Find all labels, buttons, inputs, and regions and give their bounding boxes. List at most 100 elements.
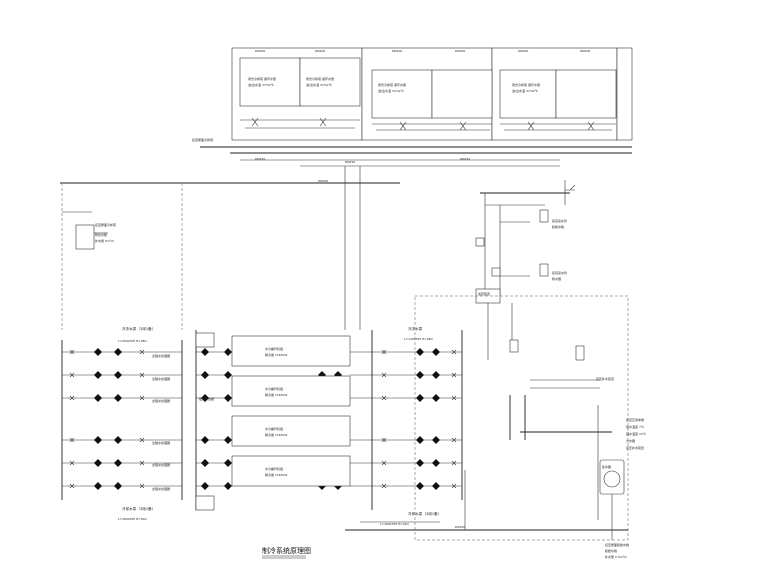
tower-fill-5 [499,69,557,119]
right-note-4: 软水器 [552,276,561,281]
primary-pump-spec: L=120CMH H=28m [404,337,433,341]
chiller-in-valve-4 [224,436,232,444]
right-spec-2: 供水温度 7℃ [626,424,645,429]
pipe-label-b1: DN300 [455,525,465,529]
valve-box-2 [491,267,501,277]
chiller-section: 水冷螺杆机组 制冷量 1163kW 水冷螺杆机组 制冷量 1163kW 水冷螺杆… [195,332,351,511]
right-note-1: 接自来水管 [552,218,567,223]
valve-box-1 [475,237,485,247]
cooling-tower-section: 闭式冷却塔 循环水量 进/出水温 37/32℃ 闭式冷却塔 循环水量 进/出水温… [192,47,633,142]
filter-label-2: 全程水处理器 [152,376,170,381]
bottom-right-note-2: 膨胀水箱 [605,548,617,553]
filter-label-4: 全程水处理器 [152,440,170,445]
chiller-in-pump-3 [201,394,209,402]
valve-right-b-1 [451,349,457,355]
right-note-2: 膨胀水箱 [552,224,564,229]
chilled-pump-a-1 [94,348,102,356]
bottom-right-note-3: 补水量 0.5m³/h [605,554,627,559]
chilled-pump-b-1 [114,348,122,356]
chilled-pump-a-3 [94,394,102,402]
tower-fill-3 [371,69,433,119]
valve-right-a-6 [381,483,387,489]
tower-spec-1: 闭式冷却塔 循环水量 [248,76,276,81]
makeup-note-1: 接至屋面冷却塔 [95,222,116,227]
tower-valves [251,117,595,131]
side-filter [575,345,585,361]
bottom-right-note-1: 接至屋面膨胀水箱 [605,542,629,547]
cooling-tower-edge [616,47,633,141]
chiller-4-cap: 制冷量 1163kW [265,472,287,477]
tower-spec-2b: 进/出水温 37/32℃ [306,82,333,87]
chiller-in-pump-1 [201,348,209,356]
chilled-pump-spec: L=300CMH H=28m [118,339,147,343]
heat-exchanger-label: 板式换热器 [199,396,214,401]
right-spec-1: 接至空调末端 [626,417,644,422]
tower-fill-1 [239,57,301,107]
makeup-tank [75,224,95,250]
chilled-pump-b-6 [114,482,122,490]
right-note-5: 定压补水装置 [596,376,614,381]
expansion-tank-1 [539,209,549,223]
tower-fill-4 [431,69,493,119]
expansion-tank-2 [539,263,549,277]
valve-right-a-1 [381,349,387,355]
valve-right-a-5 [381,460,387,466]
valve-left-b-5 [139,460,145,466]
valve-right-a-3 [381,395,387,401]
makeup-note-3: 补水量 5m³/h [95,238,114,243]
right-spec-3: 回水温度 12℃ [626,431,647,436]
chiller-in-pump-5 [201,459,209,467]
primary-pump-bank: 冷冻水泵 L=120CMH H=28m 冷却水泵（3用1备） L=360CMH … [380,326,441,526]
dosing-label: 加药装置 [478,291,490,296]
valve-left-a-2 [69,372,75,378]
tank-label: 集水器 [602,464,611,469]
filter-label-1: 全程水处理器 [152,353,170,358]
chiller-3-label: 水冷螺杆机组 [265,426,283,431]
right-spec-4: 分水器 [626,438,635,443]
primary-pump-a-4 [416,436,424,444]
primary-pump-b-6 [432,482,440,490]
primary-pump-label: 冷冻水泵 [408,326,423,331]
valve-left-b-3 [139,395,145,401]
chilled-pump-a-6 [94,482,102,490]
pipe-label-h3: DN250 [460,157,470,161]
bottom-return-pipes: DN300 [345,470,628,531]
chiller-2 [231,375,351,407]
filter-label-6: 全程水处理器 [152,486,170,491]
chiller-1-label: 水冷螺杆机组 [265,346,283,351]
valve-left-a-6 [69,483,75,489]
tower-fill-6 [555,69,617,119]
filter-label-5: 全程水处理器 [152,462,170,467]
chiller-in-valve-3 [224,394,232,402]
pipe-label-t6: DN200 [580,49,590,53]
primary-pump-b-1 [432,348,440,356]
cooling-header-pipes: DN250 DN250 DN250 DN300 [60,146,632,330]
chilled-pump-b-4 [114,436,122,444]
cooling-pump-spec: L=360CMH H=30m [118,517,147,521]
tower-spec-1b: 进/出水温 37/32℃ [248,82,275,87]
valve-left-b-4 [139,437,145,443]
tower-fill-2 [299,57,361,107]
pipe-label-t2: DN200 [315,49,325,53]
primary-pump-a-3 [416,394,424,402]
tower-spec-3b: 进/出水温 37/32℃ [378,88,405,93]
primary-pump-a-1 [416,348,424,356]
secondary-pump-label: 冷却水泵（3用1备） [408,511,441,516]
valve-left-b-2 [139,372,145,378]
chiller-in-valve-2 [224,371,232,379]
chiller-side-box-1 [195,332,215,348]
valve-right-b-3 [451,395,457,401]
page-title: 制冷系统原理图 [262,546,311,555]
chilled-pump-bank: 冷冻水泵（3用1备） L=300CMH H=28m 冷却水泵（3用1备） L=3… [118,326,170,521]
secondary-pump-spec: L=360CMH H=30m [380,522,409,526]
chiller-in-pump-2 [201,371,209,379]
valve-left-a-1 [69,349,75,355]
valve-left-b-1 [139,349,145,355]
right-note-3: 接自来水管 [552,270,567,275]
pipe-label-h1: DN250 [255,157,265,161]
chilled-pump-a-4 [94,436,102,444]
chilled-pump-b-2 [114,371,122,379]
chiller-4 [231,455,351,487]
water-meter [509,339,519,353]
chiller-side-box-2 [195,495,215,511]
